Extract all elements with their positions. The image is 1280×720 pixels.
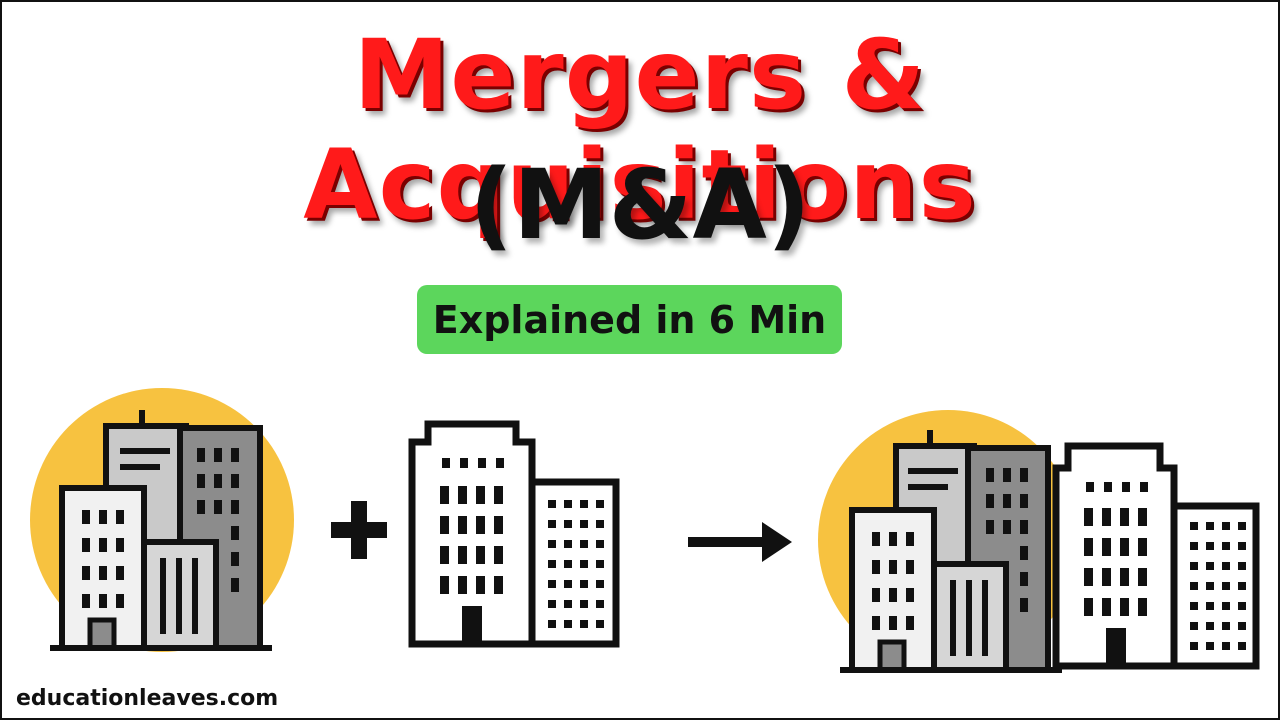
office-buildings-icon — [408, 420, 620, 648]
website-footer: educationleaves.com — [16, 686, 279, 711]
page-title: Mergers & Acquisitions — [303, 19, 977, 242]
page-subtitle: (M&A) — [469, 149, 811, 261]
merged-city-buildings-icon — [818, 410, 1260, 673]
plus-icon — [331, 501, 387, 559]
duration-badge: Explained in 6 Min — [417, 285, 842, 354]
city-buildings-icon — [30, 388, 294, 652]
arrow-right-icon — [688, 522, 792, 562]
